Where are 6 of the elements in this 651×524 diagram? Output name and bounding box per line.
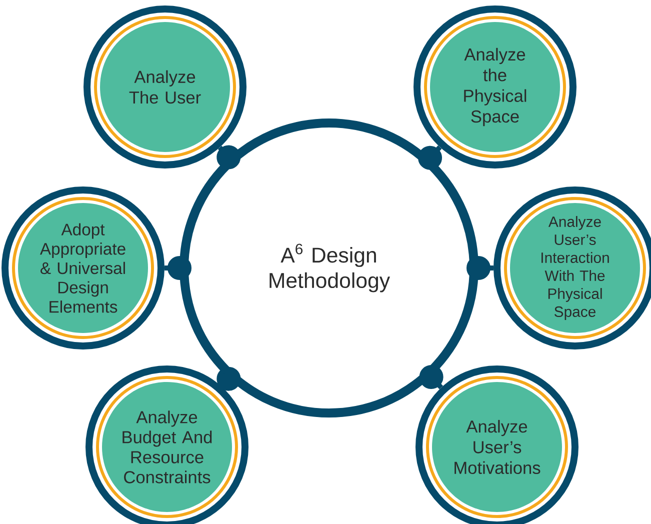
connector — [164, 256, 192, 280]
connector — [466, 256, 494, 280]
connector — [419, 365, 444, 390]
connector — [216, 145, 241, 170]
connector — [418, 145, 442, 170]
connector — [216, 366, 241, 391]
